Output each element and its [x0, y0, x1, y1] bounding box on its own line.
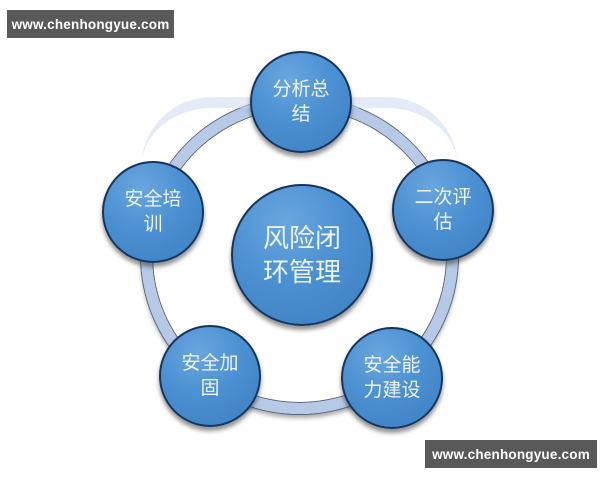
node-center-label: 风险闭 环管理 — [262, 222, 341, 287]
node-analysis-summary-label: 分析总 结 — [272, 78, 330, 125]
node-second-evaluation-label: 二次评 估 — [414, 186, 472, 233]
node-security-hardening: 安全加 固 — [159, 325, 261, 427]
node-security-capability-building-label: 安全能 力建设 — [363, 354, 421, 401]
watermark-bottom-right: www.chenhongyue.com — [425, 440, 597, 468]
node-security-training: 安全培 训 — [102, 161, 204, 263]
node-analysis-summary: 分析总 结 — [250, 51, 352, 153]
node-security-training-label: 安全培 训 — [124, 188, 182, 235]
node-security-hardening-label: 安全加 固 — [181, 352, 239, 399]
node-center-risk-closed-loop-management: 风险闭 环管理 — [231, 184, 373, 326]
watermark-top-left: www.chenhongyue.com — [7, 10, 174, 38]
node-second-evaluation: 二次评 估 — [392, 159, 494, 261]
node-security-capability-building: 安全能 力建设 — [341, 327, 443, 429]
